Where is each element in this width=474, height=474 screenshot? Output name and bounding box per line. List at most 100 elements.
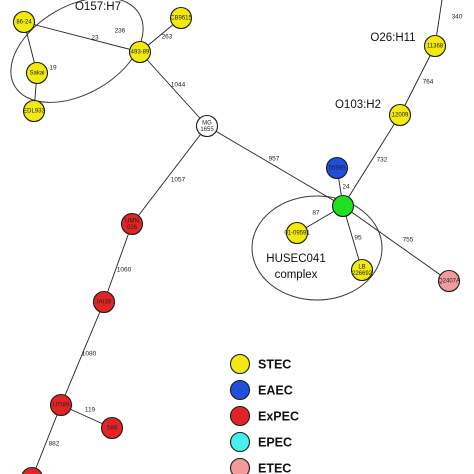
serotype-label-o103: O103:H2 (335, 99, 381, 111)
node-n493_89[interactable]: 493-89 (128, 40, 152, 64)
edge-distance-label: 263 (162, 34, 173, 41)
node-label: 026 (127, 225, 138, 231)
node-n55989[interactable]: 55989 (325, 156, 349, 180)
node-label: MG (202, 120, 212, 126)
edge-mg1655-hub (206, 125, 344, 207)
legend-item-stec: STEC (229, 353, 291, 375)
node-bottom_red[interactable] (21, 466, 43, 474)
legend-swatch (229, 431, 251, 453)
edge-distance-label: 1044 (171, 82, 186, 89)
legend-label: EAEC (258, 383, 293, 397)
node-label: 55989 (329, 166, 346, 172)
edge-distance-label: 882 (49, 441, 60, 448)
legend-item-epec: EPEC (229, 431, 292, 453)
edge-n86_24-n493_89 (23, 21, 141, 53)
node-circle (22, 99, 46, 123)
edge-top_right_off-n11368 (434, 0, 443, 47)
legend: STEC EAEC ExPEC EPEC ETEC (229, 353, 299, 474)
edge-distance-label: 19 (49, 65, 57, 72)
serotype-labels-layer: O26:H11 O103:H2 (335, 32, 416, 111)
node-label: 12009 (392, 113, 409, 119)
legend-label: ExPEC (258, 409, 299, 423)
edge-distance-label: 764 (423, 79, 434, 86)
node-circle (128, 40, 152, 64)
node-circle (437, 269, 461, 293)
edge-mg1655-umn026 (131, 125, 208, 225)
node-circle (423, 34, 447, 58)
legend-swatch (229, 457, 251, 474)
legend-item-expec: ExPEC (229, 405, 299, 427)
node-label: Sakai (29, 71, 44, 77)
edge-distance-label: 1060 (117, 267, 132, 274)
node-circle (169, 6, 193, 30)
node-label: IAI39 (97, 300, 112, 306)
edge-uti89-bottom_red (33, 404, 62, 474)
node-label: S88 (107, 426, 118, 432)
legend-label: ETEC (258, 461, 291, 474)
legend-item-eaec: EAEC (229, 379, 293, 401)
group-label-husec: HUSEC041 (266, 253, 325, 265)
node-circle (388, 103, 412, 127)
node-label: 01-09591 (284, 231, 310, 237)
edge-distance-label: 24 (342, 184, 350, 191)
node-label: 1655 (200, 127, 214, 133)
node-circle (92, 290, 116, 314)
node-circle (285, 221, 309, 245)
legend-label: EPEC (258, 435, 292, 449)
node-cb9615[interactable]: CB9615 (169, 6, 193, 30)
legend-swatch (229, 353, 251, 375)
node-circle (25, 61, 49, 85)
node-circle (12, 10, 36, 34)
edge-distance-label: 1057 (171, 177, 186, 184)
edge-n493_89-mg1655 (139, 51, 208, 127)
node-n11368[interactable]: 11368 (423, 34, 447, 58)
node-n86_24[interactable]: 86-24 (12, 10, 36, 34)
node-n01_09591[interactable]: 01-09591 (284, 221, 310, 245)
edge-umn026-iai39 (103, 223, 133, 303)
legend-swatch (229, 379, 251, 401)
group-label-husec: complex (275, 269, 318, 281)
node-circle (195, 114, 219, 138)
edge-distance-label: 95 (354, 235, 362, 242)
legend-label: STEC (258, 357, 291, 371)
node-label: 11368 (427, 44, 444, 50)
node-s88[interactable]: S88 (100, 416, 124, 440)
group-outline-o157 (10, 0, 144, 103)
node-circle (331, 194, 355, 218)
edge-n11368-n12009 (399, 45, 436, 116)
node-h10407a[interactable]: Q2407A (437, 269, 461, 293)
node-circle (49, 393, 73, 417)
group-label-o157: O157:H7 (75, 1, 121, 13)
group-outline-husec (251, 195, 383, 301)
node-label: UMN (125, 218, 139, 224)
node-label: 493-89 (131, 50, 150, 56)
edge-hub-h10407a (342, 205, 450, 282)
edge-iai39-uti89 (60, 301, 105, 406)
edge-distance-label: 957 (269, 156, 280, 163)
node-label: 86-24 (16, 20, 32, 26)
legend-item-etec: ETEC (229, 457, 291, 474)
edges-layer (23, 0, 450, 474)
node-uti89[interactable]: UTI89 (49, 393, 73, 417)
edge-distance-label: 755 (403, 237, 414, 244)
node-circle (100, 416, 124, 440)
node-hub[interactable] (331, 194, 355, 218)
edge-distance-label: 23 (91, 35, 99, 42)
node-iai39[interactable]: IAI39 (92, 290, 116, 314)
node-sakai[interactable]: Sakai (25, 61, 49, 85)
node-circle (120, 212, 144, 236)
edge-distance-label: 236 (115, 28, 126, 35)
node-circle (325, 156, 349, 180)
node-n12009[interactable]: 12009 (388, 103, 412, 127)
node-label: EDL933 (23, 109, 45, 115)
edge-hub-lb226692 (342, 205, 363, 271)
node-edl933[interactable]: EDL933 (22, 99, 46, 123)
node-label: LB (358, 264, 365, 270)
edge-distance-label: 732 (377, 157, 388, 164)
